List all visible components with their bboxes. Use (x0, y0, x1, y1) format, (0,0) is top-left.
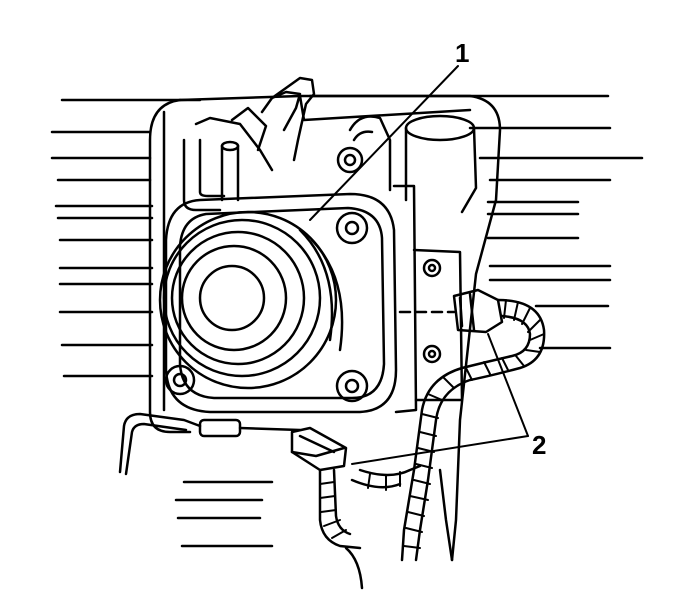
upper-bolt (336, 146, 364, 174)
brake-line (118, 412, 302, 476)
harness-ribs (319, 299, 545, 549)
callout-2: 2 (532, 430, 546, 460)
upper-hose (182, 138, 240, 212)
module-housing (164, 184, 464, 414)
background-frame-lines (50, 94, 644, 548)
wiring-harness (318, 298, 546, 590)
mounting-bracket (148, 94, 502, 562)
lower-connector (290, 426, 348, 472)
right-cylinder (348, 114, 478, 214)
callout-1: 1 (455, 38, 469, 68)
leader-lines (309, 65, 529, 465)
pump-motor (158, 210, 344, 390)
right-connector (398, 288, 504, 334)
housing-bolts (164, 211, 442, 403)
top-clip (194, 76, 316, 172)
